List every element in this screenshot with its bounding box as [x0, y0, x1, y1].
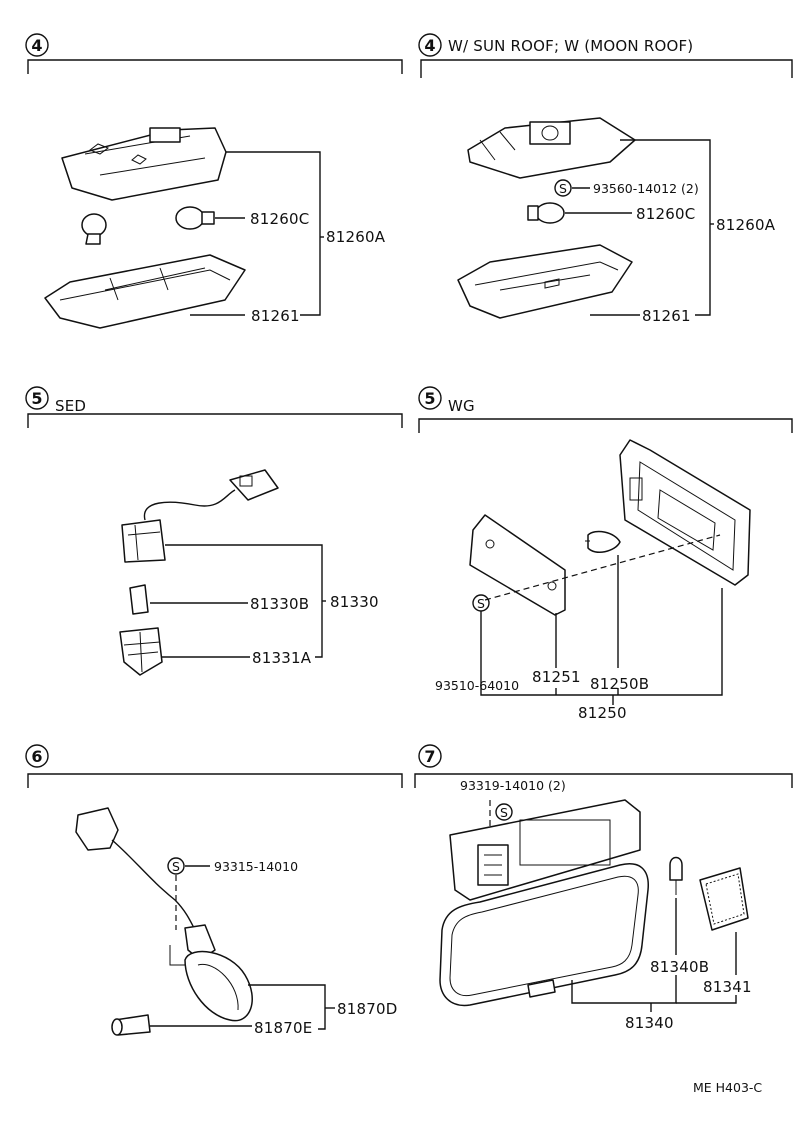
part-81870E-label: 81870E: [254, 1019, 312, 1037]
footer-code: ME H403-C: [693, 1080, 762, 1095]
socket-wire-drawing: [121, 469, 279, 563]
sunroof-lamp-housing-drawing: [467, 117, 636, 179]
part-81340B-label: 81340B: [650, 958, 709, 976]
svg-text:5: 5: [424, 389, 435, 408]
svg-text:4: 4: [31, 36, 42, 55]
section-7: 7 93319-14010 (2) S: [414, 744, 793, 1032]
svg-text:6: 6: [31, 747, 42, 766]
section-6-bracket: [27, 773, 403, 788]
part-81340-label: 81340: [625, 1014, 674, 1032]
svg-text:4: 4: [424, 36, 435, 55]
svg-text:S: S: [477, 596, 485, 611]
part-93510-label: 93510-64010: [435, 678, 519, 693]
part-81341-label: 81341: [703, 978, 752, 996]
part-81260C-label: 81260C: [250, 210, 309, 228]
section-7-badge: 7: [418, 744, 442, 768]
bulb-81340B-drawing: [669, 856, 683, 895]
part-81330B-label: 81330B: [250, 595, 309, 613]
bulb-81260C-sunroof-drawing: [527, 202, 565, 224]
bulb-81250B-drawing: [585, 530, 621, 554]
part-81870D-label: 81870D: [337, 1000, 397, 1018]
screw-93319-symbol: S: [495, 803, 513, 821]
dome-lamp-housing-drawing: [61, 127, 227, 201]
part-81250B-label: 81250B: [590, 675, 649, 693]
section-4-left-badge: 4: [25, 33, 49, 57]
section-5-sed-title: SED: [55, 397, 86, 415]
lens-81261-sunroof-drawing: [457, 244, 633, 319]
section-4-right-badge: 4: [418, 33, 442, 57]
part-81261-label: 81261: [251, 307, 300, 325]
socket-81331A-drawing: [119, 627, 163, 676]
section-5-wg-badge: 5: [418, 386, 442, 410]
section-6-badge: 6: [25, 744, 49, 768]
section-7-bracket: [414, 773, 793, 788]
section-4-left: 4 81260C 81260A: [25, 33, 403, 329]
section-5-sed-bracket: [27, 413, 403, 428]
part-81331A-label: 81331A: [252, 649, 312, 667]
section-4-right-title: W/ SUN ROOF; W (MOON ROOF): [448, 37, 693, 55]
lens-81261-drawing: [44, 254, 246, 329]
bulb-81870E-drawing: [111, 1014, 151, 1036]
part-81261-sunroof-label: 81261: [642, 307, 691, 325]
svg-text:5: 5: [31, 389, 42, 408]
part-81260C-sunroof-label: 81260C: [636, 205, 695, 223]
part-81250-label: 81250: [578, 704, 627, 722]
svg-text:S: S: [172, 859, 180, 874]
lens-81341-drawing: [699, 867, 749, 931]
section-4-right-bracket: [420, 59, 793, 78]
svg-text:S: S: [500, 805, 508, 820]
screw-93510-symbol: S: [472, 594, 490, 612]
section-5-sed-badge: 5: [25, 386, 49, 410]
part-81260A-sunroof-label: 81260A: [716, 216, 776, 234]
part-81251-label: 81251: [532, 668, 581, 686]
part-93560-label: 93560-14012 (2): [593, 181, 699, 196]
part-81260A-label: 81260A: [326, 228, 386, 246]
bulb-left-drawing: [81, 213, 107, 245]
vanity-lamp-housing-drawing: [449, 799, 641, 901]
map-lamp-wire-drawing: [75, 807, 253, 1022]
section-5-wg: 5 WG S 93510-64010 81251 81: [418, 386, 793, 722]
vanity-cover-drawing: [439, 863, 649, 1007]
wg-lamp-housing-drawing: [619, 439, 751, 586]
screw-93560-symbol: S: [554, 179, 572, 197]
svg-text:S: S: [559, 181, 567, 196]
part-93319-label: 93319-14010 (2): [460, 778, 566, 793]
section-5-wg-bracket: [418, 418, 793, 433]
screw-93315-symbol: S: [167, 857, 185, 875]
section-6: 6 S 93315-14010 81870D 81870E: [25, 744, 403, 1037]
bulb-81330B-drawing: [129, 584, 149, 615]
section-4-left-bracket: [27, 59, 403, 74]
section-4-right: 4 W/ SUN ROOF; W (MOON ROOF) S 93560-140…: [418, 33, 793, 325]
lens-81251-drawing: [469, 514, 566, 616]
section-5-sed: 5 SED 81330B 81330 81331A: [25, 386, 403, 676]
part-81330-label: 81330: [330, 593, 379, 611]
bulb-81260C-drawing: [175, 206, 215, 230]
svg-text:7: 7: [424, 747, 435, 766]
section-5-wg-title: WG: [448, 397, 475, 415]
part-93315-label: 93315-14010: [214, 859, 298, 874]
